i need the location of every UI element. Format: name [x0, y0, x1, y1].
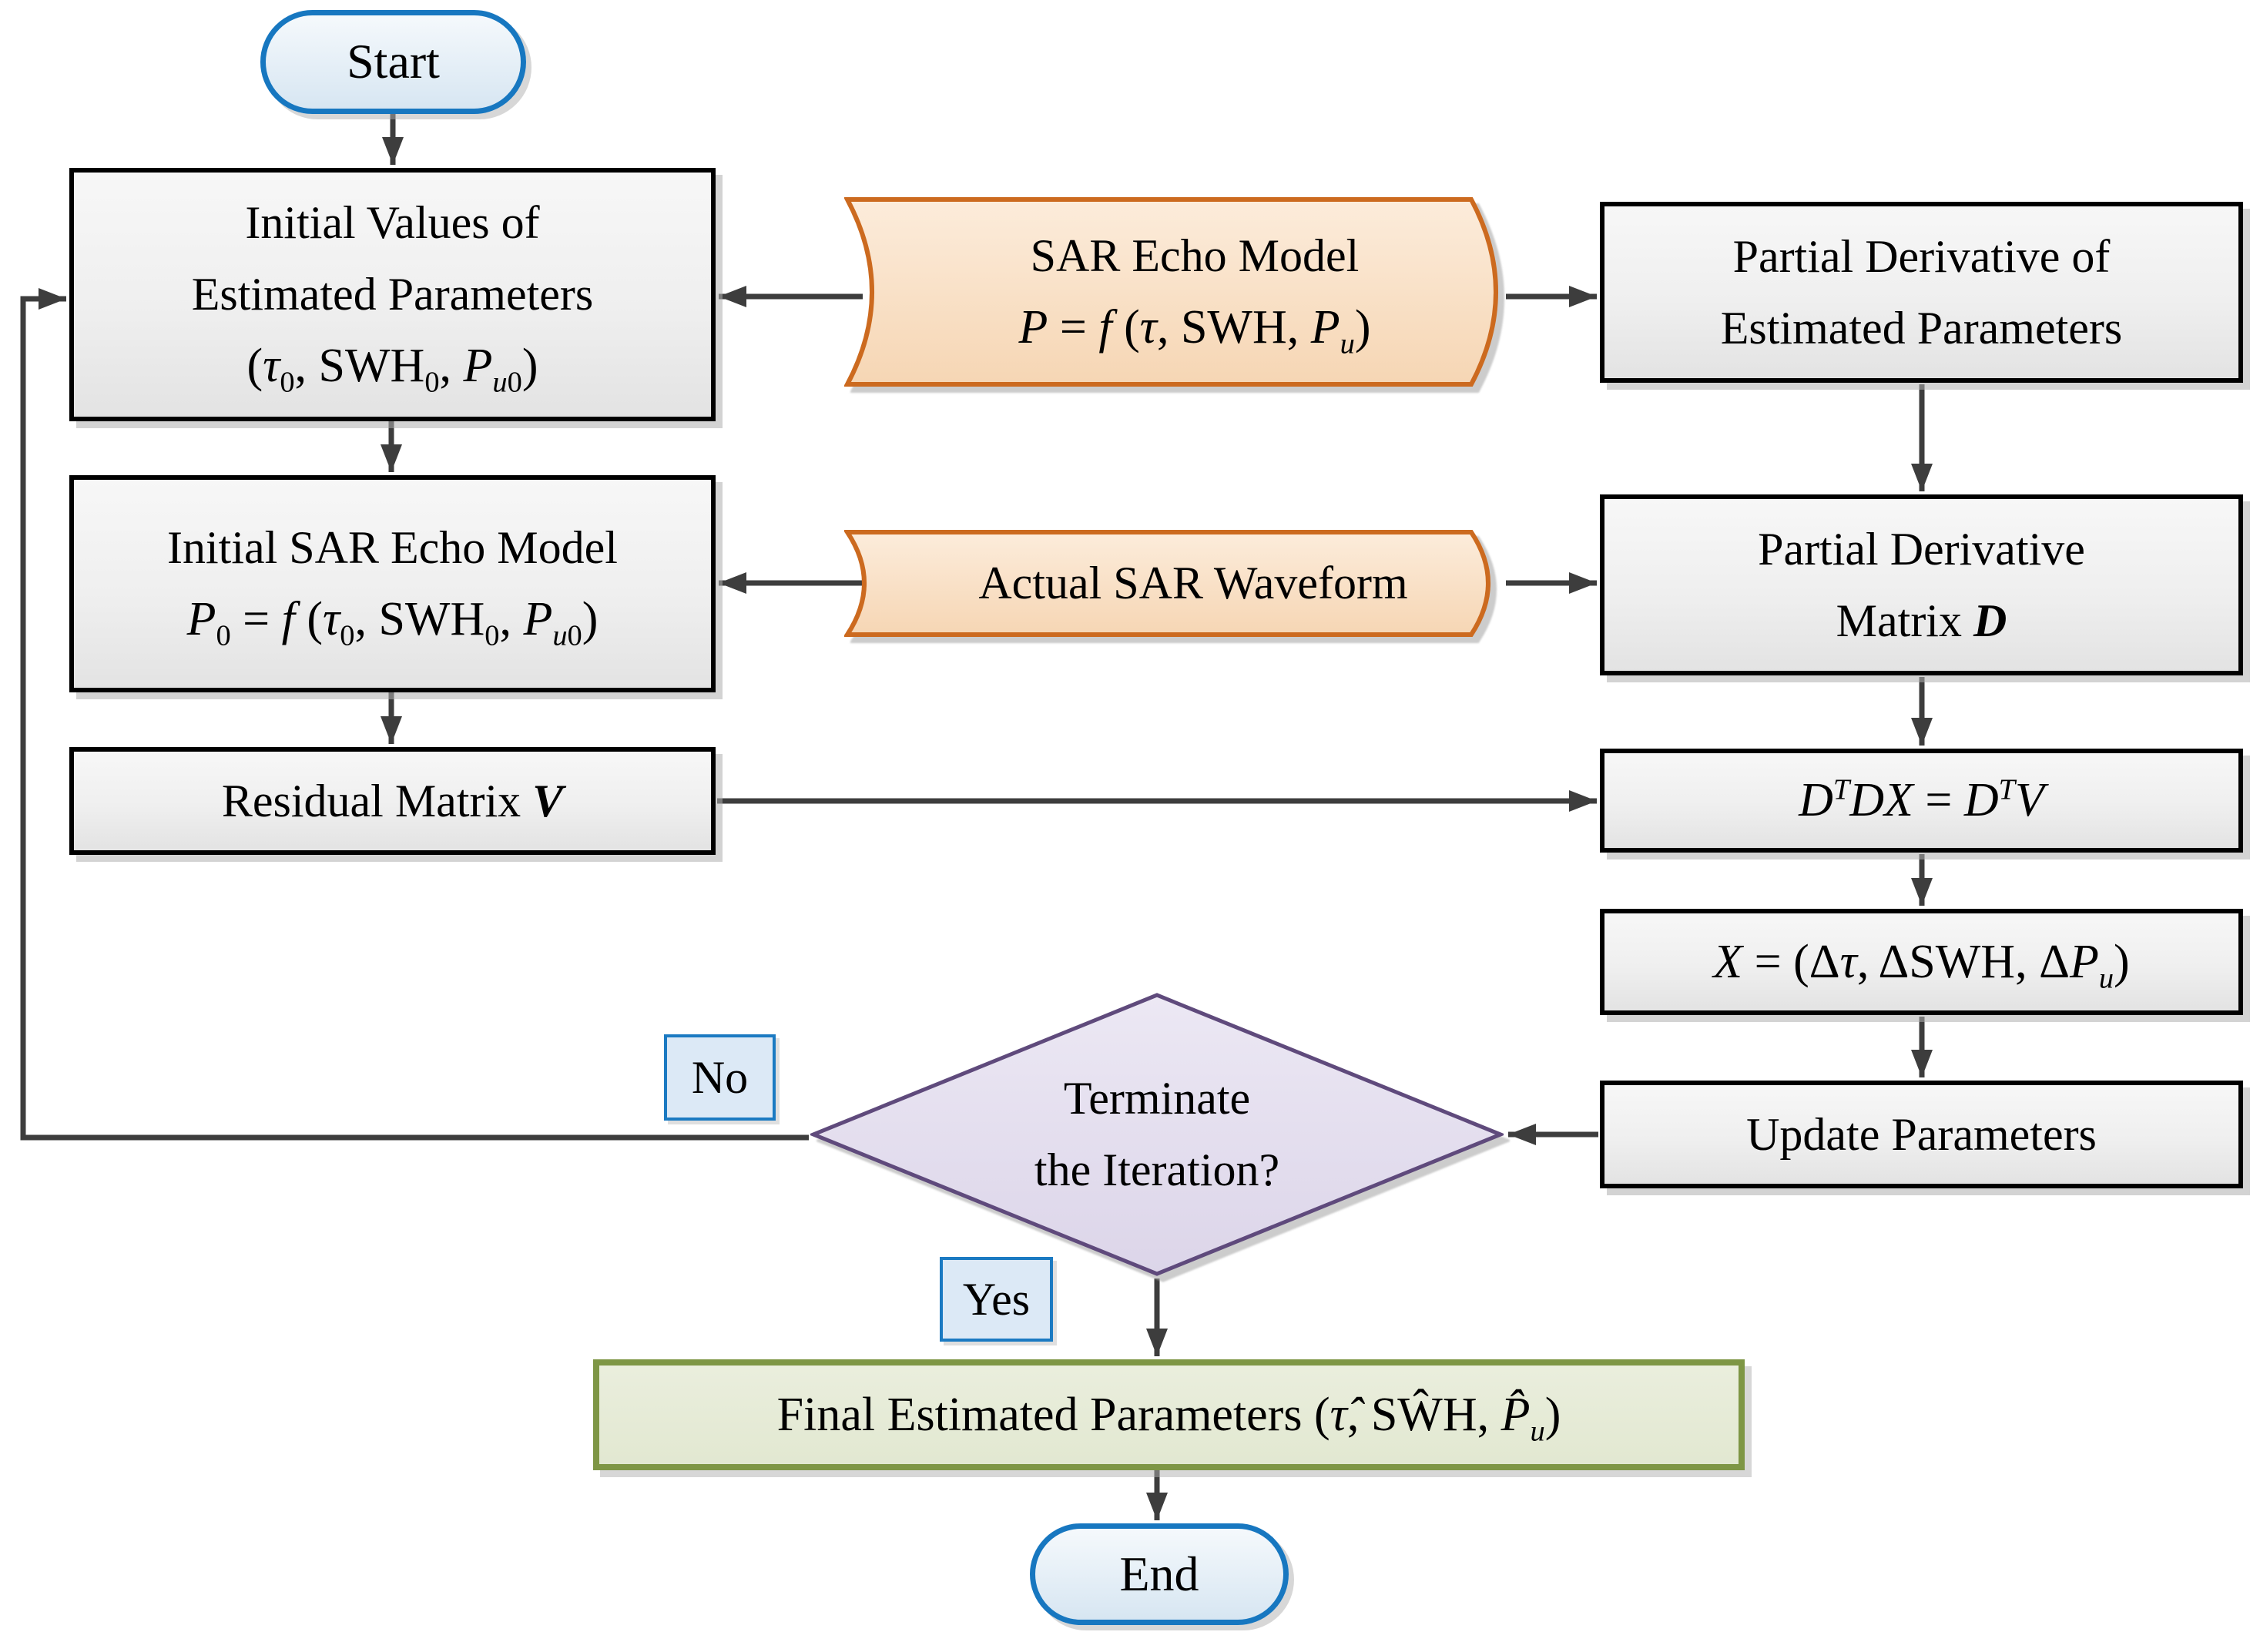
final-parameters-label: Final Estimated Parameters (τ̂, SŴH, P̂u… [776, 1388, 1561, 1447]
update-parameters-label: Update Parameters [1746, 1108, 2097, 1160]
edge-decision-no-feedback-to-init-values [20, 288, 809, 1141]
stored-data-shape [844, 197, 1498, 387]
sar-echo-model-formula: P = f (τ, SWH, Pu) [1018, 301, 1371, 360]
data-actual-sar-waveform: Actual SAR Waveform [844, 529, 1522, 638]
process-initial-sar-echo-model: Initial SAR Echo Model P0 = f (τ0, SWH0,… [69, 475, 716, 692]
decision-diamond-shape [810, 993, 1504, 1276]
solution-vector-formula: X = (Δτ, ΔSWH, ΔPu) [1713, 935, 2130, 994]
stored-data-shape [844, 530, 1490, 637]
actual-waveform-label: Actual SAR Waveform [978, 558, 1408, 608]
no-label-text: No [691, 1051, 749, 1103]
branch-no-label: No [664, 1034, 776, 1121]
residual-matrix-label: Residual Matrix V [221, 775, 564, 826]
process-solution-vector: X = (Δτ, ΔSWH, ΔPu) [1600, 909, 2243, 1015]
process-partial-derivative-of-parameters: Partial Derivative of Estimated Paramete… [1600, 202, 2243, 383]
end-terminator: End [1030, 1523, 1289, 1625]
process-partial-derivative-matrix: Partial Derivative Matrix D [1600, 494, 2243, 675]
process-residual-matrix: Residual Matrix V [69, 747, 716, 855]
decision-line2: the Iteration? [1034, 1144, 1280, 1195]
process-initial-values-line2: Estimated Parameters [191, 269, 594, 320]
decision-line1: Terminate [1063, 1073, 1251, 1124]
normal-equation-formula: DTDX = DTV [1799, 773, 2044, 826]
process-normal-equation: DTDX = DTV [1600, 749, 2243, 853]
process-initial-values: Initial Values of Estimated Parameters (… [69, 168, 716, 421]
sar-echo-model-line1: SAR Echo Model [1030, 230, 1360, 281]
initial-sar-echo-line1: Initial SAR Echo Model [167, 522, 618, 573]
start-terminator: Start [260, 10, 526, 114]
final-estimated-parameters: Final Estimated Parameters (τ̂, SŴH, P̂u… [593, 1359, 1745, 1470]
partial-deriv-matrix-line2: Matrix D [1836, 595, 2007, 646]
yes-label-text: Yes [962, 1273, 1031, 1325]
start-label: Start [347, 34, 440, 89]
decision-terminate-iteration: Terminate the Iteration? [810, 992, 1504, 1277]
partial-deriv-of-line2: Estimated Parameters [1720, 302, 2123, 354]
process-initial-values-line1: Initial Values of [245, 197, 540, 248]
initial-sar-echo-formula: P0 = f (τ0, SWH0, Pu0) [186, 593, 599, 652]
partial-deriv-matrix-line1: Partial Derivative [1758, 523, 2085, 575]
data-sar-echo-model: SAR Echo Model P = f (τ, SWH, Pu) [844, 196, 1522, 387]
process-initial-values-formula: (τ0, SWH0, Pu0) [246, 340, 538, 399]
end-label: End [1119, 1546, 1199, 1601]
process-update-parameters: Update Parameters [1600, 1081, 2243, 1188]
partial-deriv-of-line1: Partial Derivative of [1732, 230, 2111, 282]
branch-yes-label: Yes [940, 1257, 1053, 1342]
